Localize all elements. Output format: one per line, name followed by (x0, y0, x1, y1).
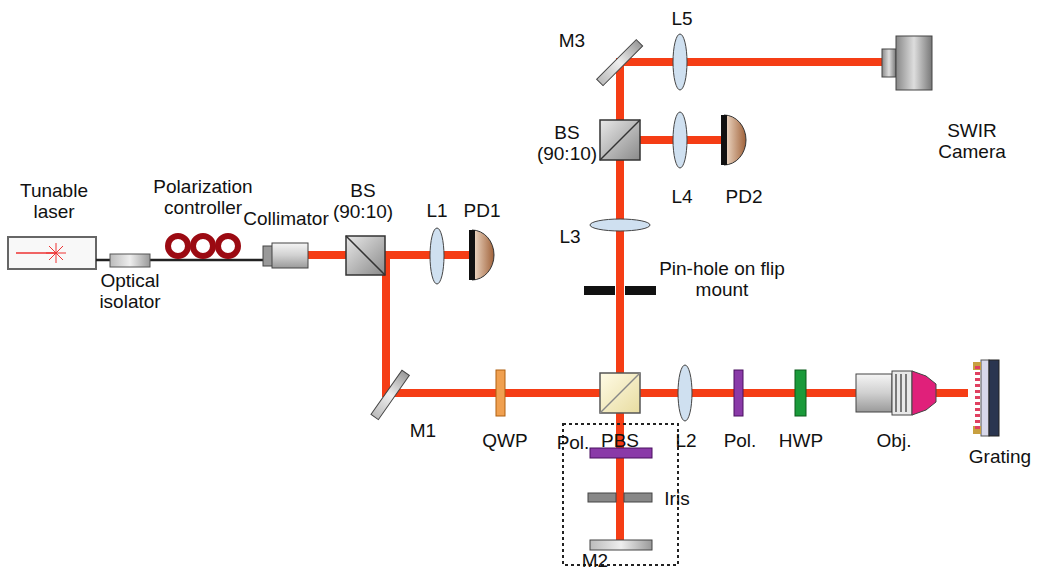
paddles (168, 236, 238, 256)
mirror (590, 540, 652, 550)
waveplate (795, 370, 806, 416)
beam-splitter (600, 120, 640, 160)
part-label: BS (90:10) (327, 180, 399, 222)
iris (588, 493, 616, 502)
camera (882, 49, 896, 77)
part-label: Collimator (231, 208, 341, 229)
part-label: Pol. (715, 430, 765, 451)
part-label: PBS (590, 430, 650, 451)
lens (678, 365, 692, 421)
part-label: Optical isolator (85, 270, 175, 312)
part-label: M2 (575, 550, 615, 571)
polarizing-beam-splitter (600, 373, 640, 413)
part-label: L3 (550, 226, 590, 247)
part-label: Pin-hole on flip mount (657, 258, 787, 300)
photodiode (724, 115, 746, 165)
part-label: Tunable laser (9, 180, 99, 222)
waveplate (496, 370, 505, 416)
part-label: PD1 (457, 200, 507, 221)
part-label: Grating (962, 446, 1038, 467)
part-label: M3 (552, 30, 592, 51)
mirror (597, 40, 643, 86)
mirror (371, 370, 409, 419)
grating (981, 360, 989, 436)
part-label: L5 (662, 8, 702, 29)
part-label: L1 (417, 200, 457, 221)
part-label: Pol. (550, 432, 596, 453)
part-label: PD2 (719, 186, 769, 207)
part-label: SWIR Camera (932, 120, 1012, 162)
beam-splitter (346, 236, 385, 275)
lens (430, 228, 444, 284)
objective (856, 374, 892, 412)
pinhole (584, 286, 615, 295)
part-label: L2 (666, 430, 706, 451)
photodiode (472, 230, 494, 280)
part-label: M1 (403, 420, 443, 441)
polarizer (734, 370, 743, 416)
laser-box (8, 237, 96, 269)
lens (590, 219, 650, 231)
isolator (110, 254, 150, 267)
laser-spark (46, 243, 66, 263)
lens (673, 112, 687, 168)
collimator (272, 243, 308, 268)
part-label: L4 (662, 186, 702, 207)
part-label: Iris (655, 488, 699, 509)
lens (673, 34, 687, 90)
part-label: HWP (771, 430, 831, 451)
laser-beam (305, 62, 968, 544)
part-label: QWP (475, 430, 535, 451)
part-label: BS (90:10) (531, 122, 603, 164)
part-label: Obj. (869, 430, 919, 451)
